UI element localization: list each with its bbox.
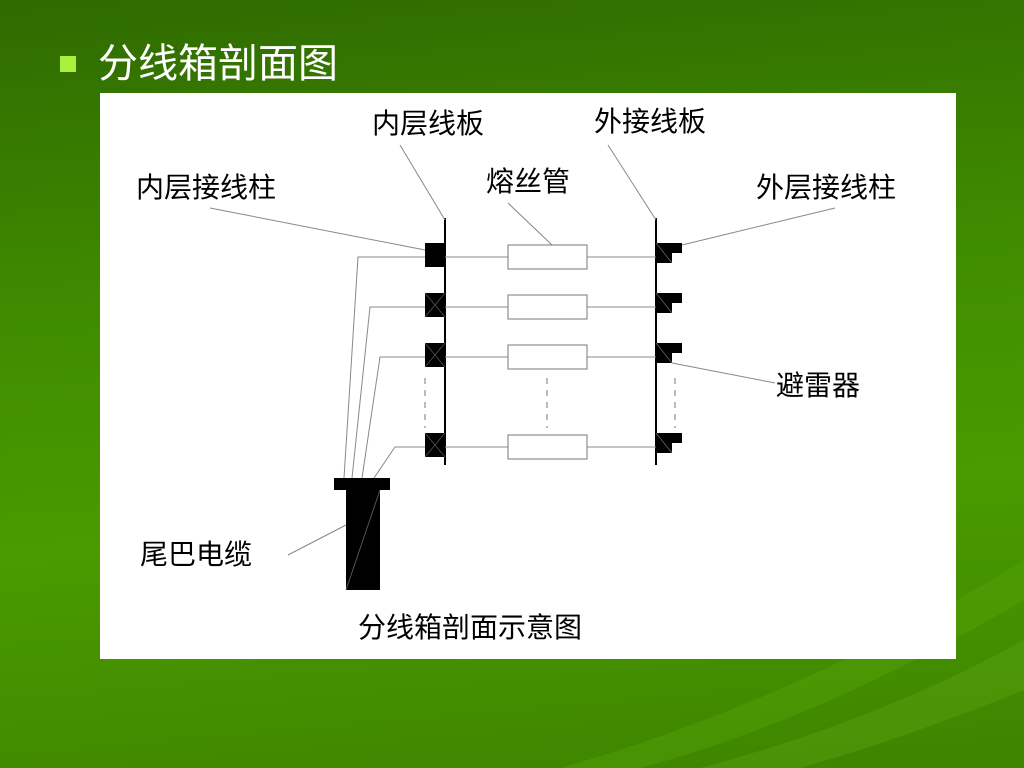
page-title: 分线箱剖面图 bbox=[98, 41, 338, 87]
cable-leads bbox=[343, 256, 425, 479]
fuse-tubes bbox=[507, 244, 588, 460]
fuse-tube bbox=[507, 344, 588, 370]
fuse-tube bbox=[507, 434, 588, 460]
inner-post bbox=[425, 243, 445, 267]
outer-post bbox=[656, 293, 682, 313]
slide-title: 分线箱剖面图 bbox=[60, 36, 338, 92]
fuse-tube bbox=[507, 244, 588, 270]
fuse-tube bbox=[507, 294, 588, 320]
distribution-box-cross-section bbox=[209, 144, 836, 591]
continuation-marks bbox=[424, 378, 676, 428]
outer-post bbox=[656, 433, 682, 453]
diagram-panel: 内层线板 外接线板 内层接线柱 熔丝管 外层接线柱 避雷器 尾巴电缆 分线箱剖面… bbox=[100, 93, 956, 659]
diagram-caption: 分线箱剖面示意图 bbox=[358, 611, 583, 644]
bullet-square-icon bbox=[60, 56, 76, 72]
outer-board-label: 外接线板 bbox=[594, 105, 707, 138]
inner-board-label: 内层线板 bbox=[372, 107, 485, 140]
outer-post-label: 外层接线柱 bbox=[756, 171, 897, 204]
inner-posts bbox=[424, 243, 446, 458]
arrester-label: 避雷器 bbox=[776, 369, 861, 402]
outer-posts bbox=[656, 243, 682, 453]
tail-cable-label: 尾巴电缆 bbox=[140, 538, 253, 571]
outer-post bbox=[656, 243, 682, 263]
leader-lines bbox=[209, 144, 836, 556]
outer-post bbox=[656, 343, 682, 363]
tail-cable-body bbox=[334, 478, 390, 591]
inner-post-label: 内层接线柱 bbox=[136, 171, 277, 204]
fuse-label: 熔丝管 bbox=[486, 165, 571, 198]
